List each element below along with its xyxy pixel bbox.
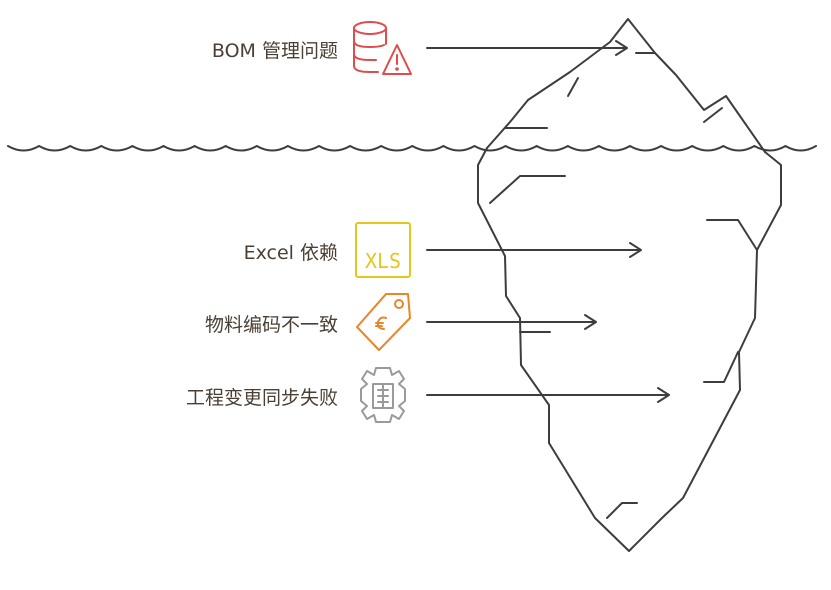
arrow-bom [426, 40, 628, 56]
gear-document-icon [360, 367, 406, 423]
iceberg-crack-5 [489, 175, 566, 204]
iceberg-crack-6 [706, 219, 758, 251]
label-engineering-change-sync-failure: 工程变更同步失败 [185, 387, 338, 409]
arrow-engineering-change [426, 387, 670, 403]
price-tag-icon [356, 293, 411, 351]
iceberg-body-outline [477, 147, 782, 552]
iceberg-crack-8 [703, 351, 739, 383]
iceberg-crack-9 [606, 502, 638, 519]
iceberg-crack-4 [703, 107, 723, 123]
label-bom-management: BOM 管理问题 [211, 40, 338, 62]
arrow-material-code [426, 314, 597, 330]
database-warning-icon [353, 21, 412, 75]
waterline [7, 144, 817, 152]
label-material-code-inconsistency: 物料编码不一致 [204, 314, 338, 336]
xls-file-icon: XLS [355, 222, 411, 278]
arrow-excel [426, 242, 642, 258]
label-excel-dependency: Excel 依赖 [243, 242, 338, 264]
iceberg-crack-2 [567, 77, 579, 97]
svg-text:XLS: XLS [365, 249, 401, 273]
iceberg-tip-outline [486, 18, 766, 153]
